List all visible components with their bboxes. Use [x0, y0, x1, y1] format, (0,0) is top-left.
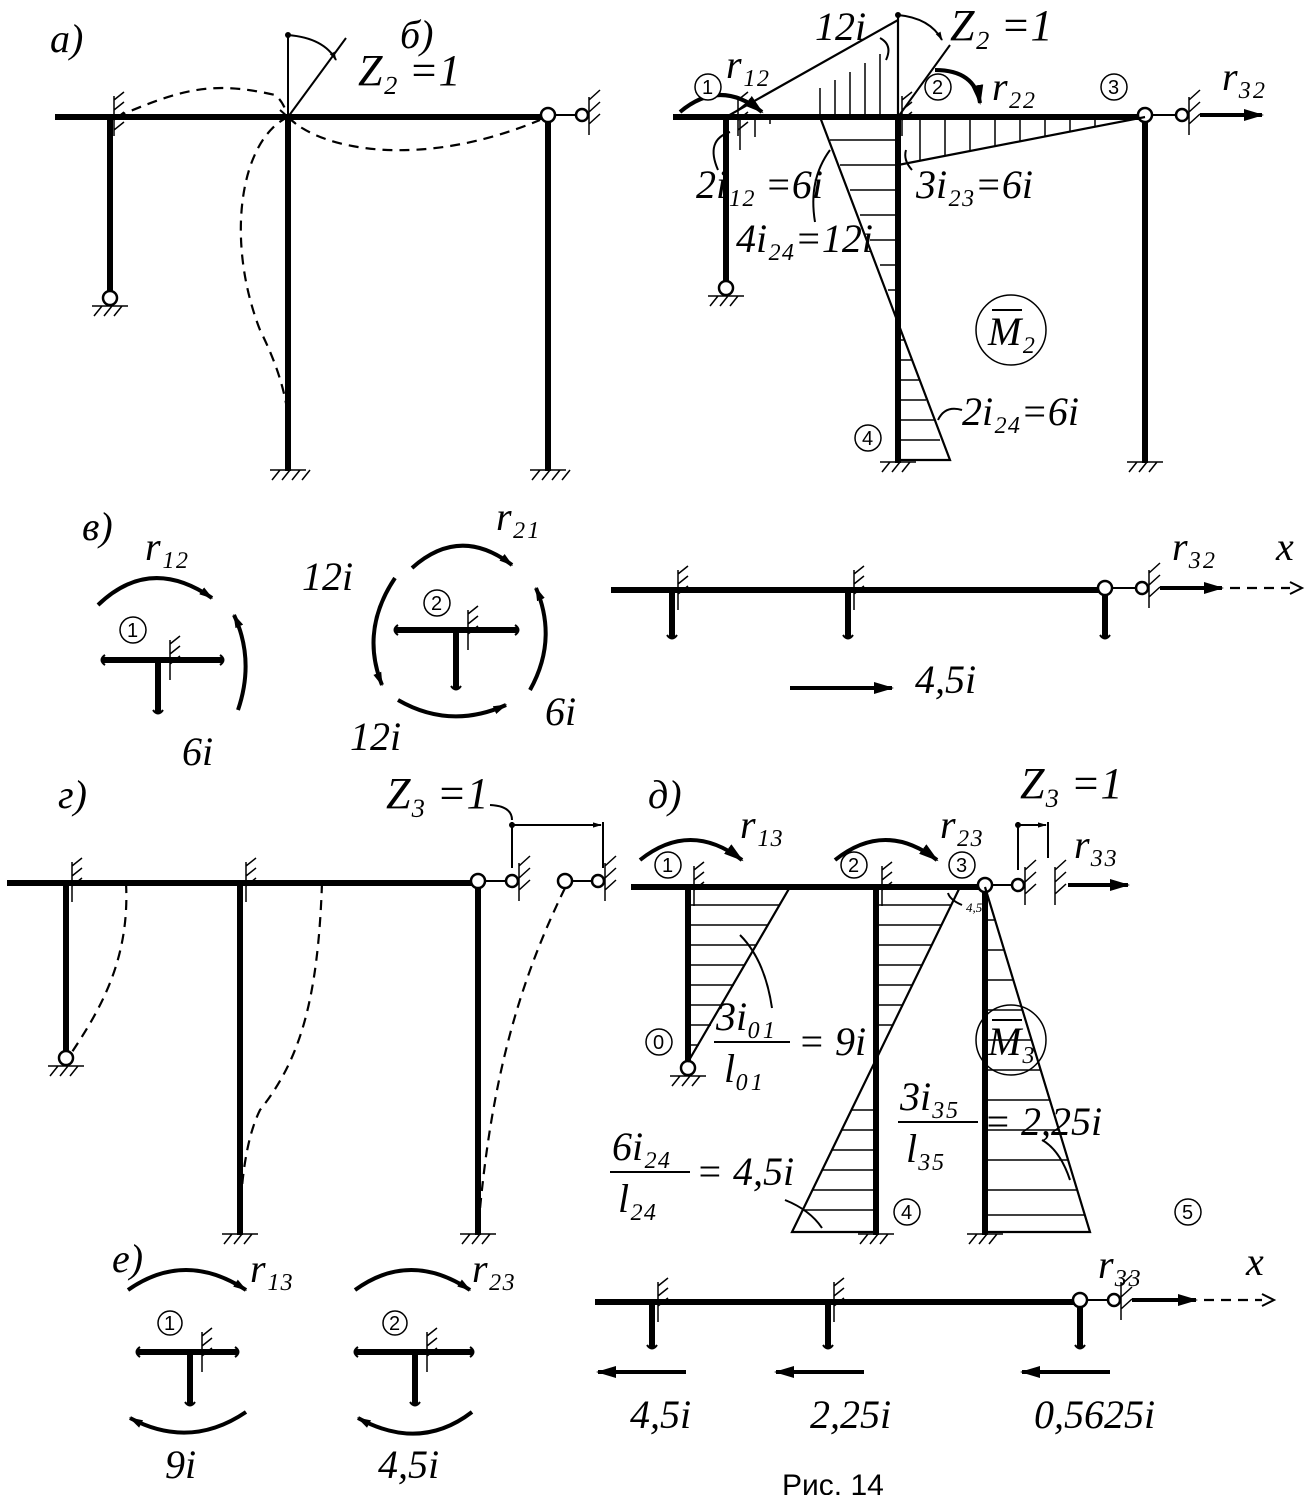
svg-text:4,5i: 4,5i: [966, 900, 986, 915]
moment-top-label: 12i: [815, 4, 866, 49]
svg-text:r₃₂: r₃₂: [1172, 524, 1215, 569]
panel-a-label: а): [50, 16, 83, 61]
deflected-column: [239, 116, 291, 469]
svg-text:r₂₃: r₂₃: [472, 1246, 515, 1291]
svg-text:6i: 6i: [182, 729, 213, 774]
r12-arrow: [96, 576, 214, 607]
svg-text:= 9i: = 9i: [798, 1019, 866, 1064]
svg-text:= 4,5i: = 4,5i: [696, 1149, 794, 1194]
svg-text:2: 2: [848, 855, 859, 877]
z2-label: Z₂ =1: [358, 46, 460, 95]
moment-diagram-beam-23: [896, 115, 1146, 167]
panel-d: д) r₃₃ Z₃ =1 r₁₃ r₂₃: [595, 759, 1277, 1437]
svg-text:= 2,25i: = 2,25i: [984, 1099, 1102, 1144]
r12-arrow: [678, 93, 764, 114]
svg-text:4: 4: [901, 1202, 912, 1224]
svg-text:3: 3: [956, 855, 967, 877]
svg-text:r₁₃: r₁₃: [740, 802, 783, 847]
svg-text:2: 2: [431, 593, 442, 615]
deflected-beam-right: [287, 116, 541, 152]
svg-text:1: 1: [127, 620, 138, 642]
panel-e-label: е): [112, 1236, 143, 1281]
moment-col-bottom-label: 2i₂₄=6i: [962, 389, 1079, 434]
panel-b: r₃₂ Z₂ =1 12i r₁₂ r₂₂ 1 2 3 4 2i₁₂ =6i 3: [673, 1, 1265, 473]
diagram-circle: [975, 294, 1047, 366]
svg-text:3i₃₅: 3i₃₅: [899, 1074, 959, 1119]
r32-label: r₃₂: [1222, 54, 1265, 99]
r22-arrow: [934, 68, 984, 105]
hinge: [574, 107, 590, 123]
clamp-symbol: [113, 91, 125, 136]
svg-text:4,5i: 4,5i: [378, 1442, 439, 1487]
z3-label: Z₃ =1: [1020, 759, 1122, 808]
svg-text:2,25i: 2,25i: [810, 1392, 891, 1437]
svg-text:l₀₁: l₀₁: [724, 1046, 763, 1091]
svg-text:x: x: [1245, 1239, 1264, 1284]
svg-text:5: 5: [1182, 1202, 1193, 1224]
moment-col-top-label: 4i₂₄=12i: [736, 216, 873, 261]
panel-g: г) Z₃ =1: [7, 769, 617, 1245]
x-axis-label: x: [1275, 524, 1294, 569]
moment-arrow: [232, 613, 248, 711]
panel-e: е) 1 r₁₃ 9i 2 r₂₃ 4,5i: [112, 1236, 515, 1487]
svg-text:r₁₃: r₁₃: [250, 1246, 293, 1291]
support-hatch: [588, 89, 601, 135]
svg-text:3i₀₁: 3i₀₁: [715, 994, 775, 1039]
ground-hatch: [270, 469, 311, 481]
svg-text:2: 2: [389, 1313, 400, 1335]
diagram-m2-label: M₂: [987, 309, 1035, 354]
svg-text:4,5i: 4,5i: [630, 1392, 691, 1437]
svg-text:M₃: M₃: [987, 1019, 1035, 1064]
hinge: [539, 106, 557, 124]
svg-text:12i: 12i: [302, 554, 353, 599]
panel-g-label: г): [58, 772, 87, 817]
panel-v: в) 1 r₁₂ 6i 2 r₂₁ 12i 12i 6i: [82, 494, 1305, 774]
panel-d-label: д): [648, 772, 682, 817]
svg-text:9i: 9i: [165, 1442, 196, 1487]
svg-text:12i: 12i: [350, 714, 401, 759]
deflected-beam-left: [115, 86, 290, 119]
hinge-support: [101, 289, 119, 307]
svg-text:r₂₃: r₂₃: [940, 802, 983, 847]
svg-text:3: 3: [1108, 77, 1119, 99]
svg-text:1: 1: [662, 855, 673, 877]
ground-hatch: [92, 305, 128, 317]
z3-label: Z₃ =1: [386, 769, 488, 818]
moment-left-label: 2i₁₂ =6i: [696, 162, 823, 207]
svg-text:1: 1: [164, 1313, 175, 1335]
panel-a: а) Z₂ =1 б): [50, 12, 601, 481]
svg-text:6i₂₄: 6i₂₄: [612, 1124, 671, 1169]
node-4: [854, 424, 882, 452]
r22-label: r₂₂: [992, 64, 1035, 109]
svg-text:0: 0: [653, 1032, 664, 1054]
panel-v-label: в): [82, 504, 113, 549]
svg-text:4: 4: [862, 428, 873, 450]
moment-diagram-column-24: [818, 115, 952, 462]
svg-text:l₂₄: l₂₄: [618, 1176, 657, 1221]
ground-hatch: [530, 469, 571, 481]
r12-label: r₁₂: [726, 42, 769, 87]
svg-text:l₃₅: l₃₅: [906, 1126, 945, 1171]
svg-text:2: 2: [932, 77, 943, 99]
figure-caption: Рис. 14: [782, 1469, 884, 1495]
z2-label: Z₂ =1: [950, 1, 1052, 50]
svg-text:r₃₃: r₃₃: [1074, 822, 1117, 867]
svg-text:0,5625i: 0,5625i: [1034, 1392, 1155, 1437]
svg-text:6i: 6i: [545, 689, 576, 734]
moment-right-label: 3i₂₃=6i: [915, 162, 1033, 207]
node-1: [694, 73, 722, 101]
svg-text:r₁₂: r₁₂: [145, 524, 188, 569]
svg-text:r₂₁: r₂₁: [496, 494, 539, 539]
svg-text:r₃₃: r₃₃: [1098, 1242, 1141, 1287]
node-3: [1100, 73, 1128, 101]
r21-arrow: [410, 543, 514, 570]
force-label: 4,5i: [915, 657, 976, 702]
svg-text:1: 1: [702, 77, 713, 99]
panel-b-label: б): [400, 12, 433, 57]
node-2: [924, 73, 952, 101]
